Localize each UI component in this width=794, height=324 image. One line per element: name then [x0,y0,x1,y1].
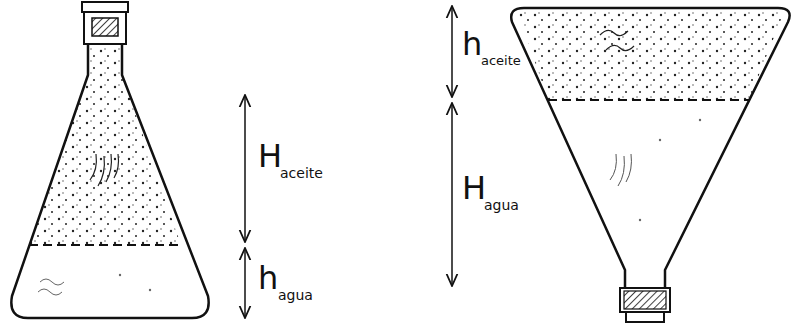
height-subscript: aceite [280,166,323,180]
inverted-flask [511,8,789,322]
height-symbol: H [258,140,282,172]
height-subscript: agua [484,198,519,212]
height-subscript: aceite [481,54,521,67]
height-symbol: h [258,262,278,294]
height-subscript: agua [278,288,313,302]
height-symbol: h [462,28,482,60]
dimension-arrows [245,6,452,318]
height-symbol: H [462,172,486,204]
erlenmeyer-flask [11,2,208,318]
